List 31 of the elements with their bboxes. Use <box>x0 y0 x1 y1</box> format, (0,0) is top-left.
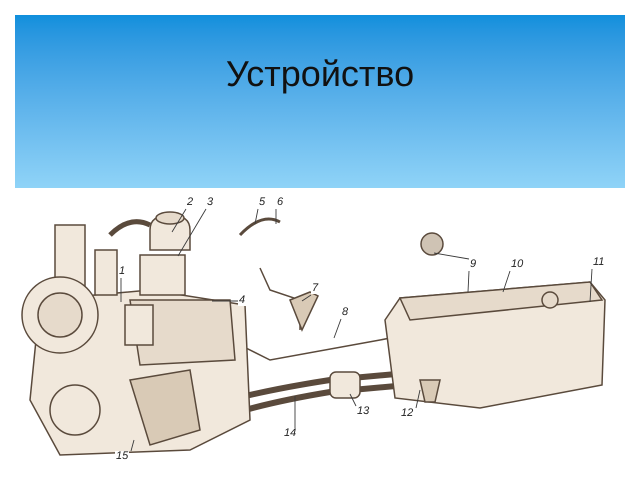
callout-number: 5 <box>258 197 266 208</box>
callout-number: 6 <box>276 197 284 208</box>
leader-line <box>178 208 206 256</box>
slide-title: Устройство <box>226 52 414 96</box>
callout-number: 4 <box>238 295 246 306</box>
leader-line <box>212 300 238 302</box>
callout-number: 3 <box>206 197 214 208</box>
leader-line <box>434 252 470 260</box>
leader-line <box>502 270 510 292</box>
callout-number: 14 <box>283 428 298 439</box>
callout-number: 10 <box>510 259 524 270</box>
callout-number: 2 <box>186 197 194 208</box>
leader-line <box>334 318 342 338</box>
callout-number: 9 <box>469 259 478 270</box>
callout-number: 7 <box>311 283 320 294</box>
callout-number: 8 <box>341 307 350 318</box>
leader-line <box>468 270 470 292</box>
callout-number: 13 <box>356 406 370 417</box>
leader-line <box>590 268 592 302</box>
leader-line <box>120 278 122 302</box>
callout-number: 12 <box>400 408 414 419</box>
leader-line <box>130 440 134 452</box>
callout-number: 15 <box>115 451 130 462</box>
leader-line <box>302 294 312 302</box>
leader-line <box>254 208 258 224</box>
leader-line <box>294 396 296 428</box>
callout-number: 1 <box>118 266 126 277</box>
callout-number: 11 <box>592 257 606 268</box>
leader-line <box>416 390 420 408</box>
leader-line <box>172 208 186 232</box>
leader-line <box>350 394 356 406</box>
